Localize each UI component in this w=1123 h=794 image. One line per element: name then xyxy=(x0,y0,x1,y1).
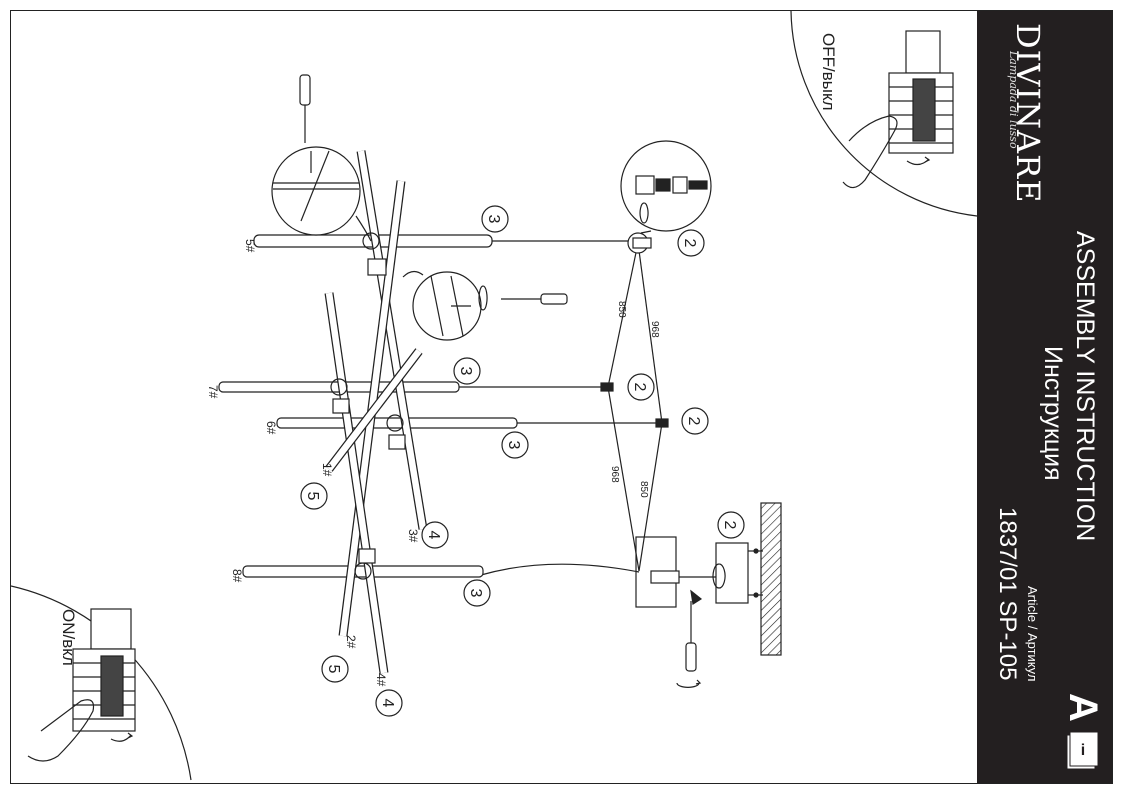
cable-length-label: 850 xyxy=(638,481,649,498)
step-number: 3 xyxy=(505,441,522,450)
info-booklet-icon: i xyxy=(1066,731,1099,770)
step-number: 2 xyxy=(631,383,648,392)
screwdriver-icon xyxy=(478,285,568,311)
rod-label: 8# xyxy=(230,569,244,583)
cable-length-label: 968 xyxy=(609,466,620,483)
rod-label: 4# xyxy=(374,673,388,687)
step-number: 3 xyxy=(457,367,474,376)
cable-length-label: 850 xyxy=(616,301,627,318)
rod-label: 5# xyxy=(243,239,257,253)
title-english: ASSEMBLY INSTRUCTION xyxy=(1071,231,1099,542)
rod-joints xyxy=(330,232,406,580)
screwdriver-icon xyxy=(299,74,311,143)
step-number: 4 xyxy=(425,531,442,540)
suspension-cables xyxy=(459,240,663,576)
rod-label: 3# xyxy=(406,529,420,543)
diagonal-rods xyxy=(324,150,428,674)
clamp-detail-callout xyxy=(620,140,712,234)
rod-label: 2# xyxy=(344,635,358,649)
instruction-sheet: 5# 7# 6# 8# 1# 3# 2# 4# 850 968 968 850 … xyxy=(10,10,1113,784)
off-switch-inset xyxy=(790,11,977,217)
badge-letter: A xyxy=(1061,693,1105,722)
rod-label: 7# xyxy=(206,385,220,399)
screw-detail-callout xyxy=(402,270,482,341)
article-label: Article / Артикул xyxy=(1025,586,1040,682)
title-russian: Инструкция xyxy=(1039,346,1067,481)
on-state-label: ON/вкл xyxy=(59,609,78,666)
off-state-label: OFF/выкл xyxy=(819,33,838,111)
step-number: 5 xyxy=(304,492,321,501)
step-number: 5 xyxy=(325,665,342,674)
step-number: 2 xyxy=(685,417,702,426)
booklet-info-glyph: i xyxy=(1081,742,1085,759)
cable-length-label: 968 xyxy=(649,321,660,338)
step-number: 2 xyxy=(681,239,698,248)
step-number: 3 xyxy=(467,589,484,598)
canopy-bracket xyxy=(635,536,763,608)
brand-tagline: Lampada di lusso xyxy=(1007,51,1020,149)
rod-label: 6# xyxy=(264,421,278,435)
step-number: 4 xyxy=(379,699,396,708)
cable-clamps xyxy=(600,232,669,428)
on-switch-inset xyxy=(11,585,192,781)
screwdriver-icon xyxy=(676,601,702,688)
step-number: 2 xyxy=(721,521,738,530)
title-sidebar: DIVINARE Lampada di lusso ASSEMBLY INSTR… xyxy=(977,11,1112,783)
step-number: 3 xyxy=(485,215,502,224)
assembly-diagram: 5# 7# 6# 8# 1# 3# 2# 4# 850 968 968 850 … xyxy=(11,11,977,781)
ceiling-mount xyxy=(760,502,782,656)
rod-label: 1# xyxy=(320,463,334,477)
screw-detail-callout xyxy=(271,146,372,242)
article-number: 1837/01 SP-105 xyxy=(994,507,1021,681)
